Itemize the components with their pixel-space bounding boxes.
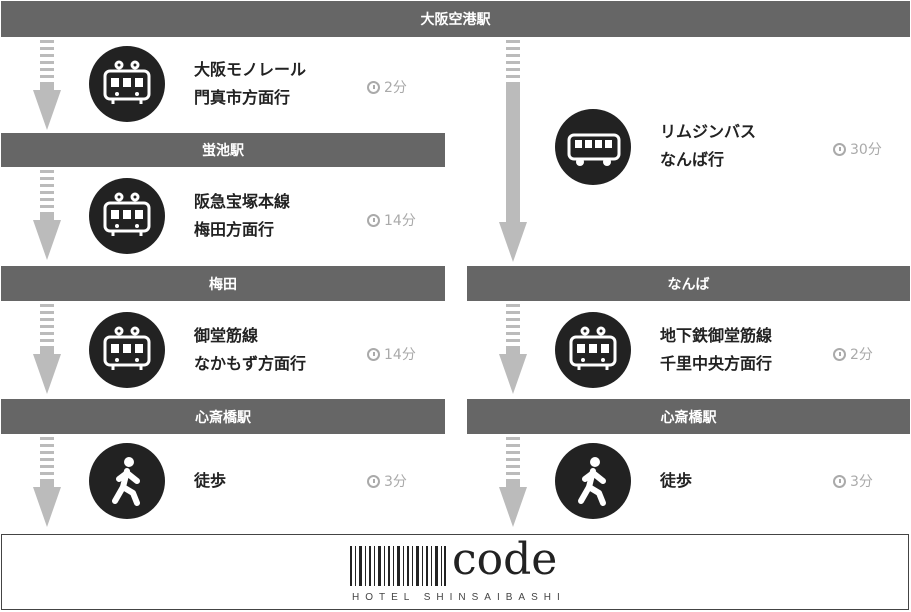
direction: なんば行	[660, 150, 725, 169]
time-value: 14分	[384, 347, 416, 363]
down-arrow-icon	[33, 40, 61, 130]
route-text: 地下鉄御堂筋線千里中央方面行	[660, 322, 772, 378]
travel-time: 30分	[833, 139, 882, 159]
time-value: 2分	[384, 80, 407, 96]
station-label: なんば	[667, 276, 710, 293]
station-label: 蛍池駅	[202, 143, 244, 159]
direction: 門真市方面行	[194, 88, 291, 107]
walk-icon	[555, 443, 631, 519]
line-name: 徒歩	[194, 471, 227, 490]
clock-icon	[367, 347, 380, 361]
down-arrow-icon	[499, 437, 527, 527]
line-name: 阪急宝塚本線	[194, 192, 291, 211]
time-value: 14分	[384, 213, 416, 229]
down-arrow-icon	[33, 437, 61, 527]
hotel-logo-subtitle: HOTEL SHINSAIBASHI	[352, 592, 566, 603]
route-text: リムジンバスなんば行	[660, 118, 756, 174]
route-text: 御堂筋線なかもず方面行	[194, 322, 306, 378]
route-text: 徒歩	[194, 467, 226, 495]
down-arrow-icon	[499, 304, 527, 394]
travel-time: 2分	[833, 344, 873, 364]
clock-icon	[833, 142, 846, 156]
route-text: 阪急宝塚本線梅田方面行	[194, 188, 290, 244]
time-value: 2分	[850, 347, 873, 363]
train-icon	[555, 312, 631, 388]
train-icon	[89, 46, 165, 122]
travel-time: 2分	[367, 77, 407, 97]
down-arrow-icon	[33, 304, 61, 394]
time-value: 3分	[850, 474, 873, 490]
line-name: 徒歩	[660, 471, 693, 490]
line-name: リムジンバス	[660, 122, 757, 141]
station-bar-namba: なんば	[467, 266, 910, 301]
train-icon	[89, 178, 165, 254]
bus-icon	[555, 109, 631, 185]
down-arrow-icon	[33, 170, 61, 260]
station-bar-umeda: 梅田	[1, 266, 445, 301]
clock-icon	[833, 347, 846, 361]
line-name: 御堂筋線	[194, 326, 259, 345]
walk-icon	[89, 443, 165, 519]
travel-time: 3分	[367, 471, 407, 491]
time-value: 30分	[850, 142, 882, 158]
route-text: 徒歩	[660, 467, 692, 495]
travel-time: 14分	[367, 210, 416, 230]
hotel-logo-name: code	[452, 534, 558, 585]
station-label: 心斎橋駅	[195, 409, 251, 426]
station-label: 大阪空港駅	[420, 12, 491, 28]
direction: 千里中央方面行	[660, 354, 773, 373]
route-text: 大阪モノレール門真市方面行	[194, 56, 306, 112]
down-arrow-icon	[499, 40, 527, 262]
station-label: 心斎橋駅	[660, 409, 717, 426]
clock-icon	[367, 80, 380, 94]
station-bar-hotarugaike: 蛍池駅	[1, 133, 445, 167]
train-icon	[89, 312, 165, 388]
station-bar-shinsaibashi-right: 心斎橋駅	[467, 399, 910, 434]
time-value: 3分	[384, 474, 407, 490]
travel-time: 14分	[367, 344, 416, 364]
clock-icon	[367, 213, 380, 227]
direction: 梅田方面行	[194, 220, 275, 239]
barcode-logo-icon	[350, 546, 446, 586]
clock-icon	[833, 474, 846, 488]
station-bar-osaka-airport: 大阪空港駅	[1, 1, 910, 37]
direction: なかもず方面行	[194, 354, 307, 373]
station-label: 梅田	[209, 276, 237, 293]
line-name: 大阪モノレール	[194, 60, 307, 79]
travel-time: 3分	[833, 471, 873, 491]
station-bar-shinsaibashi-left: 心斎橋駅	[1, 399, 445, 434]
line-name: 地下鉄御堂筋線	[660, 326, 773, 345]
clock-icon	[367, 474, 380, 488]
destination-box	[1, 534, 909, 610]
